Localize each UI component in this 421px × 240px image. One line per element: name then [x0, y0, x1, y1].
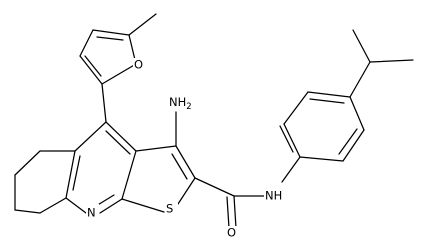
- bond-thio-c3-c2-inner: [171, 153, 188, 180]
- bond-pyr-c8a-c4a-inner: [72, 155, 81, 191]
- furan-oxygen-atom: O: [133, 58, 145, 72]
- bond-pyr-c4a-c4: [74, 121, 107, 152]
- bond-cyc-c5-c6: [14, 150, 41, 176]
- bond-thio-c3a-c3: [135, 145, 177, 152]
- bond-furan-c2-c3-inner: [84, 55, 102, 77]
- thiophene-sulfur-label: S: [166, 202, 173, 216]
- bond-ph-c6-c1: [299, 156, 344, 162]
- bond-cyc-c8-c8a: [39, 197, 67, 214]
- bond-furan-c3-c4: [79, 29, 94, 57]
- bond-furan-methyl: [128, 13, 157, 36]
- amide-nh-atom: NH: [264, 187, 288, 203]
- atom-labels: NH2 O S N O NH: [86, 58, 288, 240]
- bond-pyr-c3a-c7a: [121, 150, 137, 200]
- carbonyl-oxygen-atom: O: [226, 226, 239, 240]
- bond-isopropyl-me1: [352, 29, 371, 63]
- bond-ph-c5-c6: [342, 129, 365, 162]
- bond-furan-to-core: [101, 83, 107, 123]
- amino-group: NH2: [168, 93, 198, 112]
- bond-furan-o-c2: [101, 63, 137, 85]
- bond-ph-c3-c4-inner: [309, 98, 345, 104]
- bond-ph-isopropyl: [349, 61, 371, 98]
- pyridine-nitrogen-atom: N: [86, 204, 99, 220]
- bond-cyc-c7-c8: [14, 209, 41, 214]
- bond-ph-c1-c2: [283, 123, 301, 158]
- bond-c2-carbonyl: [194, 177, 235, 197]
- bond-nh-aryl: [281, 156, 301, 183]
- bond-ph-c2-c3: [283, 91, 309, 125]
- bond-pyr-c8a-c4a: [65, 150, 76, 199]
- bond-pyr-c7a-n: [99, 198, 123, 214]
- bonds: [14, 13, 414, 229]
- bond-isopropyl-me2: [369, 59, 414, 63]
- thiophene-sulfur-atom: S: [165, 200, 178, 216]
- furan-oxygen-label: O: [134, 58, 143, 72]
- amino-label: NH2: [169, 95, 192, 112]
- bond-pyr-c4-c3a-inner: [105, 130, 131, 155]
- pyridine-nitrogen-label: N: [87, 206, 96, 220]
- bond-furan-c4-c5-inner: [96, 36, 124, 41]
- bond-ph-c4-c5: [349, 96, 365, 131]
- bond-thio-s-c7a: [121, 198, 165, 213]
- bond-ph-c3-c4: [307, 91, 351, 98]
- bond-pyr-c4-c3a: [105, 121, 137, 152]
- bond-ph-c5-c6-inner: [338, 128, 358, 155]
- bond-thio-c3-c2: [175, 145, 196, 179]
- carbonyl-oxygen-label: O: [227, 226, 236, 240]
- bond-carbonyl-o-2: [226, 196, 230, 229]
- bond-ph-c1-c2-inner: [279, 125, 294, 153]
- bond-furan-c4-c5: [92, 29, 130, 36]
- bond-pyr-n-c8a: [65, 197, 87, 214]
- amide-nh-label: NH: [265, 189, 282, 203]
- bond-carbonyl-o-1: [233, 195, 237, 229]
- bond-furan-c2-c3: [79, 55, 103, 85]
- bond-thio-c2-s: [177, 177, 196, 205]
